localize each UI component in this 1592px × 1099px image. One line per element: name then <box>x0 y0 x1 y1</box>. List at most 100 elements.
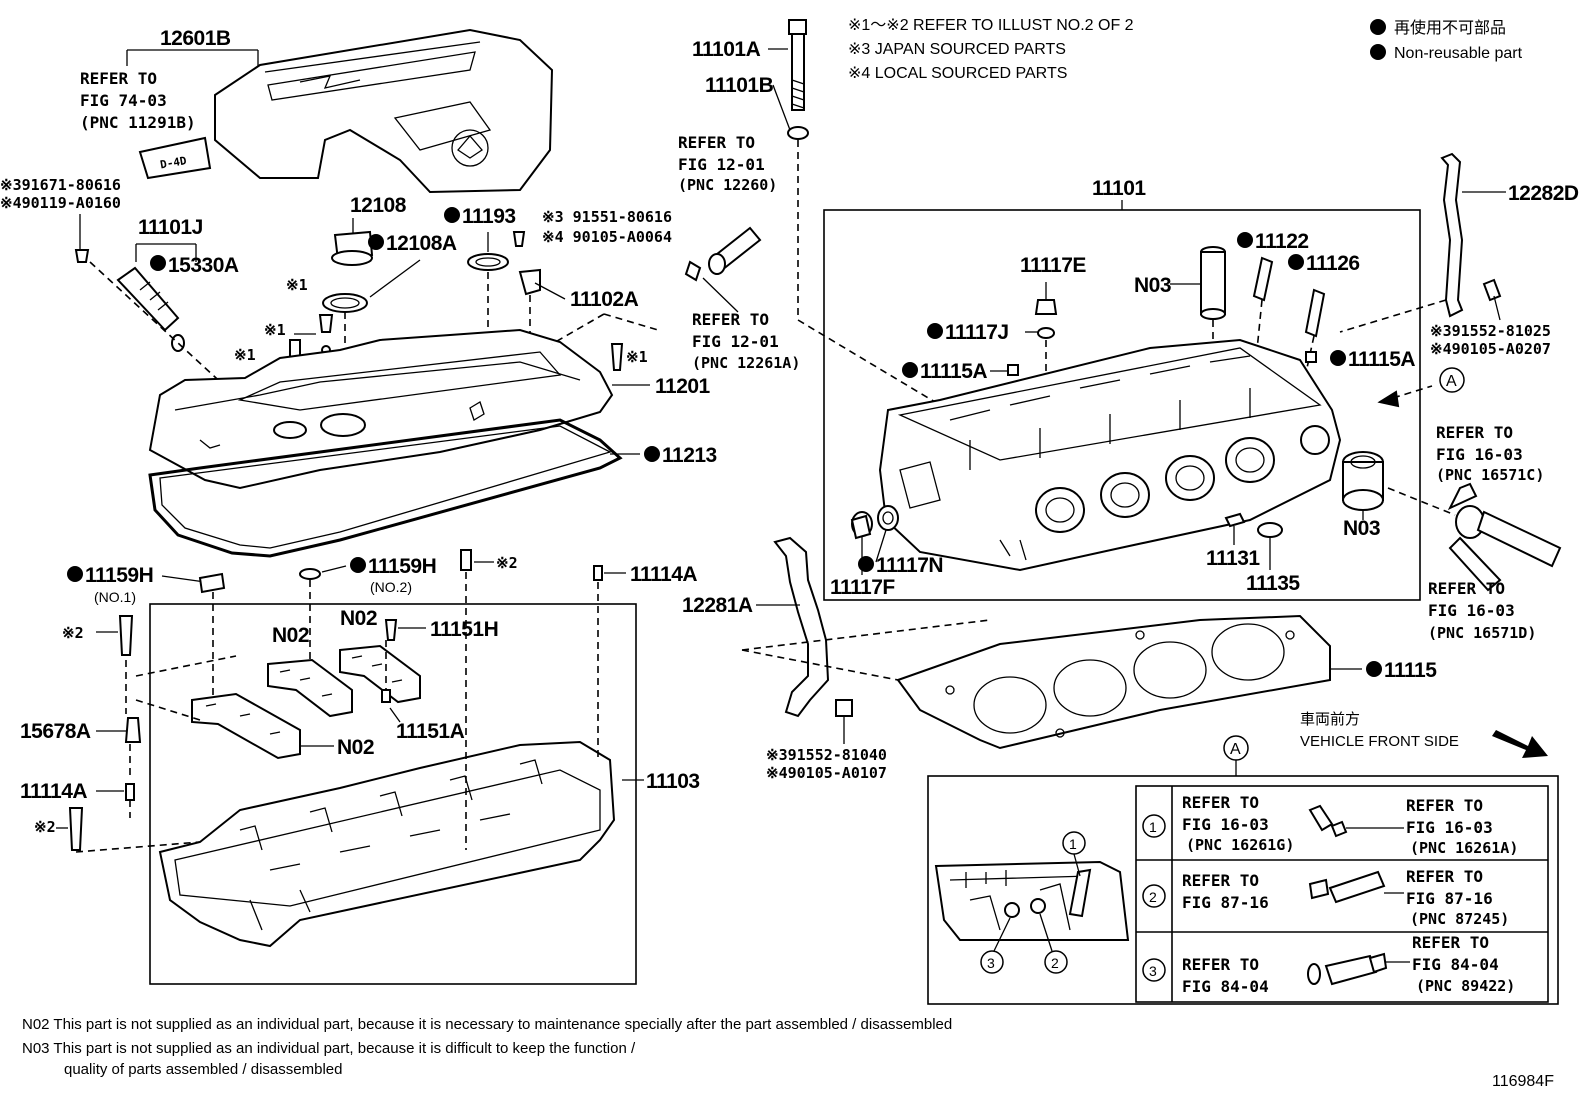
label-11117F: 11117F <box>830 576 895 599</box>
engine-cover: D-4D <box>138 28 554 194</box>
legend-en: Non-reusable part <box>1394 45 1523 62</box>
ref-1201b-line2: FIG 12-01 <box>692 332 779 351</box>
label-90105-A0207: ※490105-A0207 <box>1430 340 1551 358</box>
row3-number: 3 <box>1149 963 1157 979</box>
water-hose <box>684 226 762 282</box>
row2-left-b: FIG 87-16 <box>1182 893 1269 912</box>
row3-right-c: (PNC 89422) <box>1416 977 1515 995</box>
detail-marker-3: 3 <box>987 955 995 971</box>
row1-left-a: REFER TO <box>1182 793 1259 812</box>
row1-right-a: REFER TO <box>1406 796 1483 815</box>
label-90105-A0064: ※4 90105-A0064 <box>542 228 672 246</box>
clamp-icon <box>1308 878 1330 900</box>
label-11159H-no1: 11159H <box>85 564 153 587</box>
non-reusable-dot-icon <box>1370 44 1386 60</box>
bolt-icon <box>835 699 853 717</box>
label-90119-A0160: ※490119-A0160 <box>0 194 121 212</box>
legend: 再使用不可部品 Non-reusable part <box>1370 19 1523 62</box>
label-11114A-top: 11114A <box>630 563 697 586</box>
bolt-icon <box>512 231 526 247</box>
front-arrow-icon <box>1492 730 1548 758</box>
label-11201: 11201 <box>655 375 711 398</box>
ref-7403-line2: FIG 74-03 <box>80 91 167 110</box>
header-note-1: ※1〜※2 REFER TO ILLUST NO.2 OF 2 <box>848 17 1134 34</box>
ref-1201b-line1: REFER TO <box>692 310 769 329</box>
label-91671-80616: ※391671-80616 <box>0 176 121 194</box>
arrow-left-icon <box>1377 390 1400 408</box>
plug-icon <box>1034 299 1058 315</box>
camshaft-housing-box <box>149 603 637 985</box>
ref-1603-line3: (PNC 16571C) <box>1436 466 1544 484</box>
label-11117N: 11117N <box>876 554 943 577</box>
mark-2b: ※2 <box>62 624 84 642</box>
label-11101A: 11101A <box>692 38 761 61</box>
seal-icon <box>198 572 226 594</box>
bolt-icon <box>118 615 134 656</box>
row2-right-b: FIG 87-16 <box>1406 889 1493 908</box>
seal-11135 <box>1257 522 1283 538</box>
label-12108A: 12108A <box>386 232 457 255</box>
ref-7403-line1: REFER TO <box>80 69 157 88</box>
label-11115A-left: 11115A <box>920 360 987 383</box>
view-a-marker <box>1439 367 1465 393</box>
label-11101B: 11101B <box>705 74 774 97</box>
label-11159H-no2: 11159H <box>368 555 436 578</box>
mark-1c: ※1 <box>234 346 256 364</box>
label-12281A: 12281A <box>682 594 753 617</box>
row1-number: 1 <box>1149 819 1157 835</box>
footnotes: N02 This part is not supplied as an indi… <box>22 1016 952 1078</box>
footnote-n03-line2: quality of parts assembled / disassemble… <box>64 1061 342 1078</box>
label-11213: 11213 <box>662 444 717 467</box>
label-11122: 11122 <box>1255 230 1309 253</box>
pin-icon <box>1304 288 1326 338</box>
sensor-icon <box>1324 954 1378 986</box>
hose-icon <box>1328 870 1386 904</box>
bolt-icon <box>68 807 84 851</box>
bracket-12281A <box>773 536 830 718</box>
row2-right-c: (PNC 87245) <box>1410 910 1509 928</box>
label-11101: 11101 <box>1092 177 1146 200</box>
head-bolt-washer <box>787 126 809 140</box>
label-11103: 11103 <box>646 770 700 793</box>
camshaft-housing <box>158 740 616 948</box>
detail-marker-1: 1 <box>1069 836 1077 852</box>
header-note-3: ※3 JAPAN SOURCED PARTS <box>848 41 1066 58</box>
water-hose-right <box>1447 482 1562 592</box>
non-reusable-dot-icon <box>1370 19 1386 35</box>
detail-a: A 1 3 2 1 REFER TO FIG 16-03 (PNC 16261G… <box>927 735 1559 1005</box>
label-91552-81025: ※391552-81025 <box>1430 322 1551 340</box>
figure-id: 116984F <box>1492 1073 1554 1090</box>
front-jp: 車両前方 <box>1300 711 1360 728</box>
front-en: VEHICLE FRONT SIDE <box>1300 733 1459 750</box>
bearing-caps <box>191 644 421 760</box>
mark-2a: ※2 <box>496 554 518 572</box>
label-11126: 11126 <box>1306 252 1360 275</box>
legend-jp: 再使用不可部品 <box>1394 19 1506 37</box>
label-n03-top: N03 <box>1134 274 1171 297</box>
ref-1201-line1: REFER TO <box>678 133 755 152</box>
label-12601B: 12601B <box>160 27 231 50</box>
dowel-icon <box>125 783 135 801</box>
tube-n03 <box>1200 246 1226 320</box>
ref-1603-line1: REFER TO <box>1436 423 1513 442</box>
ref-1603d-line1: REFER TO <box>1428 579 1505 598</box>
label-11151H: 11151H <box>430 618 498 641</box>
cylinder-head <box>878 338 1342 572</box>
valve-cover-gasket <box>148 418 623 558</box>
dowel-icon <box>593 565 603 581</box>
head-gasket <box>896 614 1331 750</box>
label-no1: (NO.1) <box>94 589 136 605</box>
row1-left-c: (PNC 16261G) <box>1186 836 1294 854</box>
row1-left-b: FIG 16-03 <box>1182 815 1269 834</box>
mark-1b: ※1 <box>264 321 286 339</box>
stud-icon <box>460 549 472 571</box>
row1-right-b: FIG 16-03 <box>1406 818 1493 837</box>
label-11131: 11131 <box>1206 547 1260 570</box>
label-15678A: 15678A <box>20 720 91 743</box>
washer-icon <box>1307 963 1321 985</box>
label-11101J: 11101J <box>138 216 203 239</box>
mark-1d: ※1 <box>626 348 648 366</box>
ref-1603-line2: FIG 16-03 <box>1436 445 1523 464</box>
label-12282D: 12282D <box>1508 182 1579 205</box>
